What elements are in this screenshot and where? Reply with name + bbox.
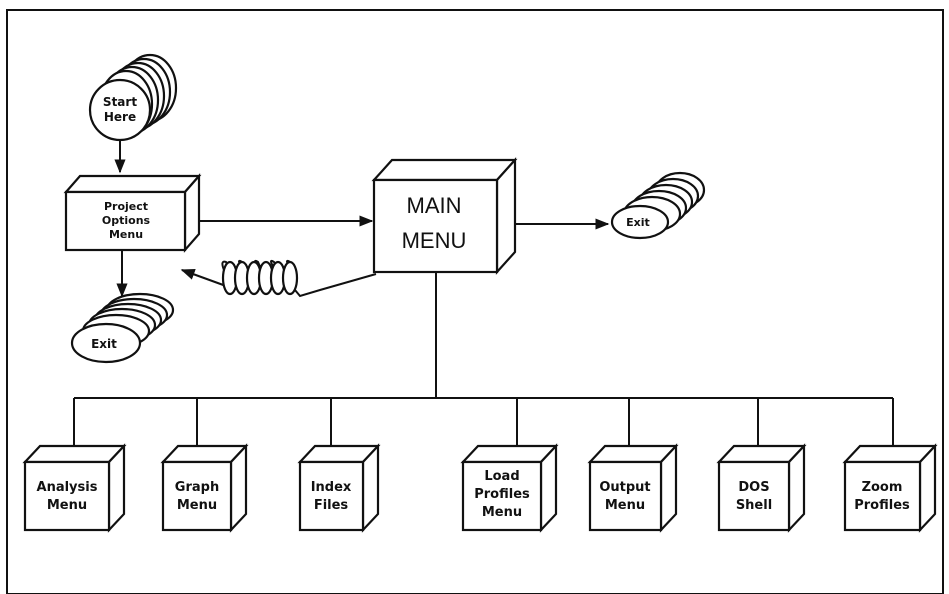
exit-right-node: Exit [612,173,704,238]
submenu-label-line3: Menu [482,505,522,520]
exit-left-label: Exit [91,337,117,351]
project-options-line1: Project [104,200,148,213]
main-menu-line2: MENU [402,228,467,253]
loop-coil [182,261,376,296]
start-label-line1: Start [103,95,137,109]
submenu-output-menu: Output Menu [590,446,676,530]
submenu-dos-shell: DOS Shell [719,446,804,530]
submenu-label-line1: Output [599,480,650,495]
submenu-label-line2: Menu [605,498,645,513]
submenu-label-line2: Menu [177,498,217,513]
start-label-line2: Here [104,110,136,124]
submenu-label-line2: Menu [47,498,87,513]
submenu-label-line2: Profiles [854,498,910,513]
submenu-label-line2: Shell [736,498,772,513]
exit-right-label: Exit [626,216,650,229]
submenu-graph-menu: Graph Menu [163,446,246,530]
exit-left-node: Exit [72,294,173,362]
submenu-label-line1: Zoom [862,480,903,495]
submenu-analysis-menu: Analysis Menu [25,446,124,530]
project-options-menu-box: Project Options Menu [66,176,199,250]
project-options-line2: Options [102,214,151,227]
submenu-index-files: Index Files [300,446,378,530]
submenu-load-profiles-menu: Load Profiles Menu [463,446,556,530]
submenu-label-line1: Load [484,469,519,484]
submenu-label-line2: Profiles [474,487,530,502]
submenu-zoom-profiles: Zoom Profiles [845,446,935,530]
main-menu-line1: MAIN [407,193,462,218]
start-here-node: Start Here [90,55,176,140]
submenu-label-line1: Index [311,480,352,495]
main-menu-box: MAIN MENU [374,160,515,272]
submenu-label-line1: Analysis [37,480,98,495]
submenu-label-line2: Files [314,498,349,513]
tree-connectors [74,272,893,450]
submenu-label-line1: Graph [175,480,219,495]
project-options-line3: Menu [109,228,143,241]
submenu-label-line1: DOS [738,480,769,495]
